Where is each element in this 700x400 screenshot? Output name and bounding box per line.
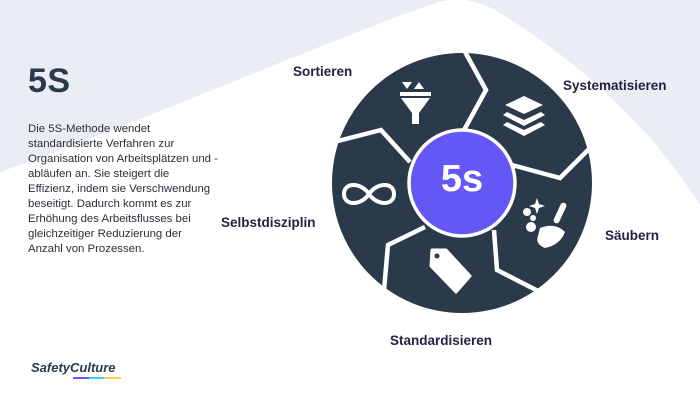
center-label: 5s xyxy=(440,158,484,200)
broom-icon xyxy=(523,198,567,248)
label-systematisieren: Systematisieren xyxy=(563,78,667,93)
label-sortieren: Sortieren xyxy=(293,64,353,79)
page-title: 5S xyxy=(28,62,71,100)
tag-icon xyxy=(429,248,472,294)
label-standardisieren: Standardisieren xyxy=(390,333,493,348)
logo-underline xyxy=(73,377,121,379)
label-selbstdisziplin: Selbstdisziplin xyxy=(221,215,316,230)
funnel-icon xyxy=(400,82,431,124)
infinity-icon xyxy=(341,183,397,205)
description-text: Die 5S-Methode wendet standardisierte Ve… xyxy=(28,123,218,255)
layers-icon xyxy=(503,96,545,136)
safetyculture-logo: SafetyCulture xyxy=(31,360,116,375)
label-saeubern: Säubern xyxy=(605,228,660,243)
